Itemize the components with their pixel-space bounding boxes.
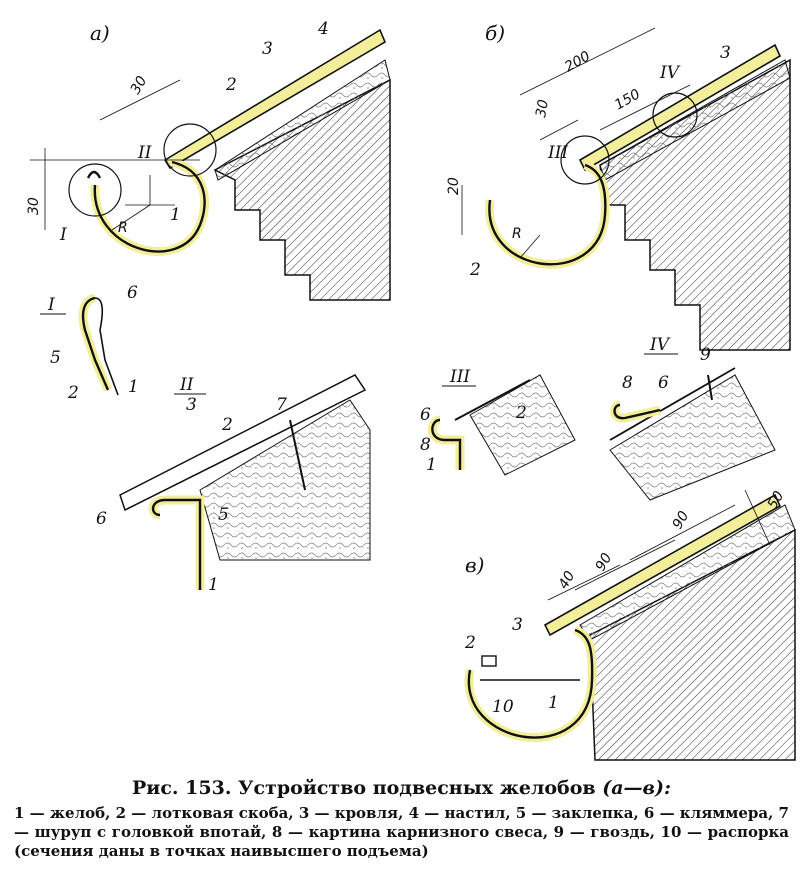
dim-b-20: 20 <box>446 177 462 195</box>
label-v-3: 3 <box>512 615 523 635</box>
detail-circle-I <box>68 163 122 217</box>
panel-a: а) 30 30 R I II 1 2 3 4 <box>26 19 391 301</box>
label-v-1: 1 <box>548 693 559 713</box>
dim-v-40: 40 <box>556 568 579 592</box>
gutter-a <box>93 160 206 253</box>
label-b-IV: IV <box>659 63 681 83</box>
detail-III-8: 8 <box>420 435 431 455</box>
panel-a-label: а) <box>90 21 110 45</box>
roofing-b <box>578 43 782 172</box>
wall-a <box>213 78 391 301</box>
label-a-2: 2 <box>225 75 237 95</box>
detail-I-gutter <box>81 296 110 391</box>
gutter-b <box>488 163 607 266</box>
detail-I: I 6 5 2 1 <box>40 283 139 403</box>
roofing-v <box>543 493 782 637</box>
dim-v-50: 50 <box>765 488 788 512</box>
dim-b-150: 150 <box>612 86 643 113</box>
panel-v-label: в) <box>465 553 484 577</box>
detail-II-screw <box>289 419 306 491</box>
detail-III-6: 6 <box>420 405 431 425</box>
label-b-2: 2 <box>469 260 481 280</box>
label-b-3: 3 <box>720 43 731 63</box>
detail-I-1: 1 <box>128 377 139 397</box>
label-a-4: 4 <box>317 19 329 39</box>
detail-III-title: III <box>449 367 470 387</box>
detail-I-title: I <box>47 295 55 315</box>
label-a-1: 1 <box>170 205 181 225</box>
detail-circle-IV <box>652 92 698 138</box>
detail-III-1: 1 <box>426 455 437 475</box>
label-a-I: I <box>59 225 67 245</box>
panel-b-label: б) <box>485 21 505 45</box>
detail-II-3: 3 <box>186 395 197 415</box>
detail-IV-6: 6 <box>658 373 669 393</box>
detail-II-1: 1 <box>208 575 219 595</box>
decking-a <box>214 59 391 181</box>
label-b-III: III <box>547 143 568 163</box>
detail-IV-nail <box>707 374 713 401</box>
detail-II-7: 7 <box>276 395 287 415</box>
detail-II-roof <box>119 374 367 512</box>
detail-IV-8: 8 <box>622 373 633 393</box>
detail-circle-II <box>163 123 217 177</box>
gutter-diagram: а) 30 30 R I II 1 2 3 4 б) <box>26 19 796 761</box>
gutter-v <box>467 628 594 739</box>
dim-b-200: 200 <box>562 48 593 75</box>
panel-v: в) 40 90 90 50 3 2 10 1 <box>464 488 796 761</box>
detail-circle-III <box>560 135 610 185</box>
detail-II-gutter <box>151 498 202 590</box>
dim-a-30-left: 30 <box>26 197 42 215</box>
dim-a-30-top: 30 <box>128 73 151 97</box>
detail-II-6: 6 <box>96 509 107 529</box>
label-a-II: II <box>137 143 152 163</box>
dim-v-90-2: 90 <box>670 508 693 532</box>
detail-II-5: 5 <box>218 505 229 525</box>
detail-I-2: 2 <box>67 383 79 403</box>
caption-title: Рис. 153. Устройство подвесных желобов <box>131 777 596 799</box>
label-v-10: 10 <box>492 697 514 717</box>
detail-IV-title: IV <box>649 335 671 355</box>
caption-title-range: (а—в): <box>602 777 672 799</box>
detail-IV: IV 8 6 9 <box>609 335 776 501</box>
detail-II: II 2 3 7 6 5 1 <box>96 374 371 595</box>
dim-b-30: 30 <box>533 98 552 118</box>
detail-I-5: 5 <box>50 348 61 368</box>
detail-III: III 6 8 1 2 <box>420 367 576 476</box>
dim-v-90-1: 90 <box>593 550 616 574</box>
caption-legend: 1 — желоб, 2 — лотковая скоба, 3 — кровл… <box>14 804 789 860</box>
detail-III-2: 2 <box>515 403 527 423</box>
dim-b-radius: R <box>512 226 522 242</box>
wall-b <box>599 58 791 351</box>
detail-II-title: II <box>179 375 194 395</box>
caption-title-row: Рис. 153. Устройство подвесных желобов (… <box>0 776 803 800</box>
panel-b: б) 200 150 30 20 R III IV 2 3 <box>446 21 791 351</box>
detail-IV-hem <box>613 403 661 420</box>
detail-IV-9: 9 <box>700 345 711 365</box>
dim-a-radius: R <box>118 220 128 236</box>
label-a-3: 3 <box>262 39 273 59</box>
detail-III-gutter <box>431 418 462 470</box>
label-v-2: 2 <box>464 633 476 653</box>
detail-I-6: 6 <box>127 283 138 303</box>
figure-caption: Рис. 153. Устройство подвесных желобов (… <box>0 776 803 861</box>
detail-II-2: 2 <box>221 415 233 435</box>
detail-II-wood <box>199 399 371 561</box>
